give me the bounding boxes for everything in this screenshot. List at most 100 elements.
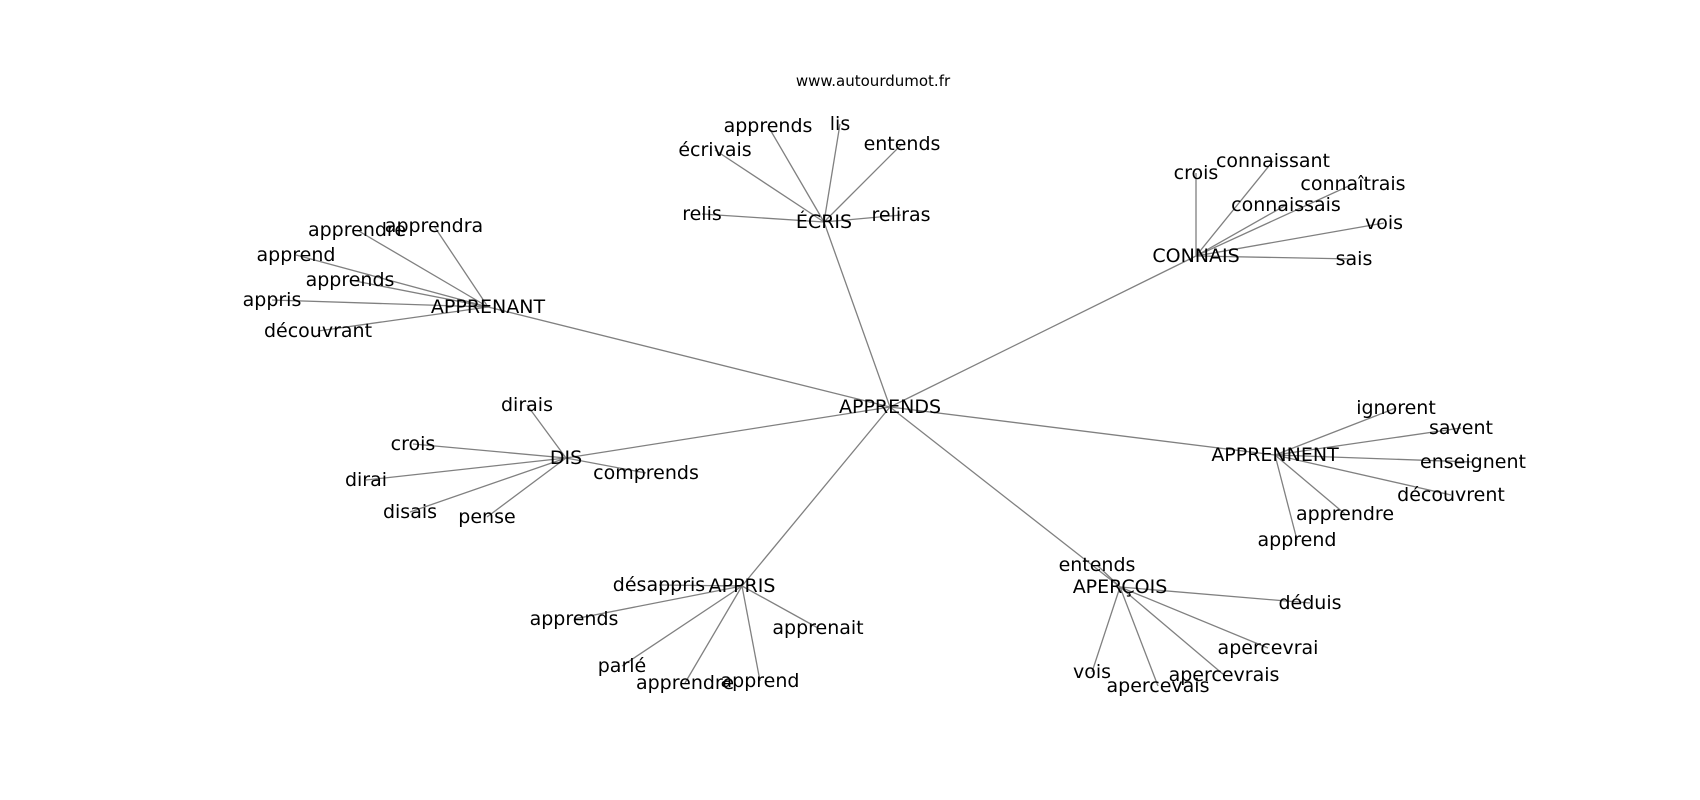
leaf-node-entends: entends [864,133,941,155]
leaf-node-crois: crois [391,433,436,455]
edge-apercois-to-apercevrais [1119,586,1225,676]
leaf-node-apprend: apprend [721,670,800,692]
leaf-node-deduis: déduis [1278,592,1341,614]
graph-edges [271,123,1474,687]
edge-apprennent-to-enseignent [1274,454,1474,463]
leaf-node-parle: parlé [598,655,646,677]
edge-apercois-to-apercevrai [1119,586,1269,649]
leaf-node-apprendre: apprendre [1296,503,1394,525]
edge-center-to-ecris [823,221,891,408]
edge-connais-to-connaissant [1195,160,1274,257]
hub-node-dis: DIS [550,447,582,469]
edge-appris-to-apprendre [684,585,743,684]
edge-apercois-to-apercevais [1119,586,1159,687]
edge-apercois-to-vois [1091,586,1121,673]
edge-apprenant-to-apprendra [433,225,489,308]
leaf-node-comprends: comprends [593,462,699,484]
edge-appris-to-desappris [658,584,743,587]
leaf-node-desappris: désappris [613,574,705,596]
source-url: www.autourdumot.fr [795,72,951,90]
edge-apercois-to-entends [1096,564,1121,588]
leaf-node-reliras: reliras [872,204,931,226]
edge-center-to-apprenant [487,306,891,408]
edge-apprennent-to-ignorent [1274,407,1397,456]
edge-apprennent-to-savent [1274,427,1462,456]
leaf-node-apprends: apprends [724,115,813,137]
edge-connais-to-sais [1195,255,1355,260]
edge-center-to-apercois [889,406,1121,588]
edge-apprennent-to-decouvrent [1274,454,1452,496]
leaf-node-decouvrant: découvrant [264,320,372,342]
leaf-node-ignorent: ignorent [1356,397,1436,419]
edge-ecris-to-apprends [767,125,825,223]
leaf-node-apprendre: apprendre [636,672,734,694]
hub-node-connais: CONNAIS [1152,245,1239,267]
leaf-node-appris: appris [243,289,302,311]
edge-dis-to-dirai [365,457,567,481]
edge-dis-to-comprends [565,457,647,474]
leaf-node-entends: entends [1059,554,1136,576]
leaf-node-connaitrais: connaîtrais [1300,173,1405,195]
hub-node-apprennent: APPRENNENT [1211,444,1339,466]
edge-appris-to-apprenait [741,585,819,629]
edge-connais-to-vois [1195,222,1385,257]
edge-apprenant-to-apprendre [356,229,489,308]
leaf-node-relis: relis [682,203,722,225]
edge-apprenant-to-decouvrant [317,306,489,332]
leaf-node-decouvrent: découvrent [1397,484,1505,506]
leaf-node-dirais: dirais [501,394,553,416]
leaf-node-disais: disais [383,501,437,523]
leaf-node-connaissant: connaissant [1216,150,1330,172]
leaf-node-lis: lis [830,113,850,135]
leaf-node-apercevais: apercevais [1107,675,1210,697]
edge-apprennent-to-apprendre [1274,454,1346,515]
edge-apprennent-to-apprend [1274,454,1298,541]
edge-appris-to-apprends [573,585,743,620]
leaf-node-apprendre: apprendre [308,219,406,241]
hub-node-apprenant: APPRENANT [431,296,546,318]
edge-ecris-to-entends [823,143,903,223]
leaf-node-apprends: apprends [306,269,395,291]
leaf-node-dirai: dirai [345,469,387,491]
edge-ecris-to-ecrivais [714,149,825,223]
edge-connais-to-connaissais [1195,204,1287,257]
edge-apercois-to-deduis [1119,586,1311,604]
hub-node-ecris: ÉCRIS [796,210,852,233]
leaf-node-apprenait: apprenait [772,617,863,639]
edge-center-to-appris [741,406,891,587]
hub-node-appris: APPRIS [709,575,776,597]
leaf-node-apercevrais: apercevrais [1169,664,1280,686]
leaf-node-connaissais: connaissais [1231,194,1341,216]
edge-appris-to-apprend [741,585,761,682]
leaf-node-crois: crois [1174,162,1219,184]
leaf-node-apprendra: apprendra [385,215,483,237]
edge-dis-to-dirais [526,404,567,459]
leaf-node-enseignent: enseignent [1420,451,1526,473]
leaf-node-sais: sais [1336,248,1373,270]
edge-ecris-to-lis [823,123,841,223]
leaf-node-ecrivais: écrivais [678,139,751,161]
leaf-node-apprend: apprend [257,244,336,266]
edge-center-to-dis [565,406,891,459]
leaf-node-savent: savent [1429,417,1493,439]
edge-connais-to-connaitrais [1195,183,1354,257]
leaf-node-apercevrai: apercevrai [1218,637,1319,659]
center-node: APPRENDS [839,396,941,418]
edge-ecris-to-reliras [823,214,902,223]
leaf-node-apprends: apprends [530,608,619,630]
leaf-node-vois: vois [1073,661,1111,683]
leaf-node-apprend: apprend [1258,529,1337,551]
edge-ecris-to-relis [701,213,825,223]
edge-dis-to-disais [409,457,567,513]
edge-dis-to-pense [486,457,567,518]
hub-node-apercois: APERÇOIS [1073,576,1168,598]
edge-center-to-connais [889,255,1197,408]
edge-apprenant-to-appris [271,299,489,308]
edge-apprenant-to-apprend [295,254,489,308]
leaf-node-pense: pense [458,506,515,528]
edge-appris-to-parle [621,585,743,667]
leaf-node-vois: vois [1365,212,1403,234]
edge-dis-to-crois [412,443,567,459]
